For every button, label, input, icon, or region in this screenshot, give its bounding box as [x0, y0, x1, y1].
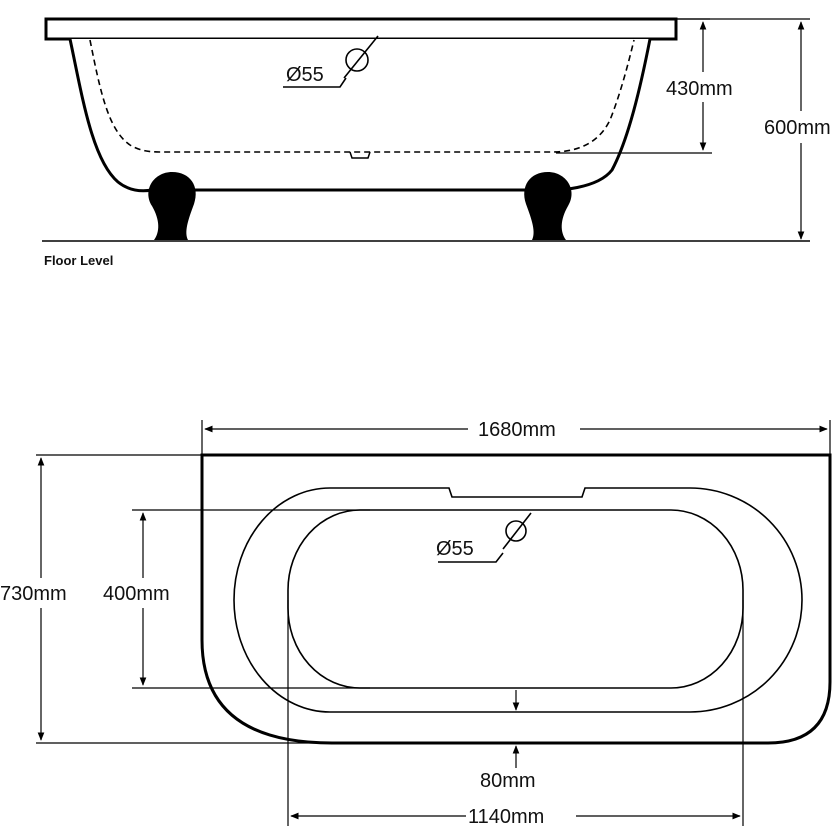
basin-length-label: 1140mm	[468, 806, 544, 828]
top-drain-symbol	[438, 512, 532, 563]
side-drain-symbol	[283, 35, 379, 88]
tub-feet	[148, 172, 572, 240]
side-drain-label: Ø55	[286, 64, 324, 86]
depth-label: 430mm	[666, 78, 733, 100]
length-label: 1680mm	[478, 419, 556, 441]
top-view	[200, 453, 832, 745]
rim-inner-oval	[233, 487, 803, 713]
side-view	[44, 17, 678, 193]
drain-recess	[349, 151, 371, 159]
floor-level-label: Floor Level	[44, 253, 113, 268]
basin-oval	[287, 509, 744, 689]
offset-label: 80mm	[480, 770, 536, 792]
right-foot	[524, 172, 572, 240]
width-label: 730mm	[0, 583, 67, 605]
tub-body-outline	[68, 38, 652, 193]
tub-inner-dashed-line	[89, 39, 635, 153]
top-drain-label: Ø55	[436, 538, 474, 560]
tub-outer-shell	[200, 453, 832, 745]
side-dimensions	[556, 18, 810, 240]
tub-rim	[44, 17, 678, 41]
left-foot	[148, 172, 196, 240]
top-dimensions	[36, 420, 831, 826]
basin-width-label: 400mm	[103, 583, 170, 605]
height-label: 600mm	[764, 117, 831, 139]
